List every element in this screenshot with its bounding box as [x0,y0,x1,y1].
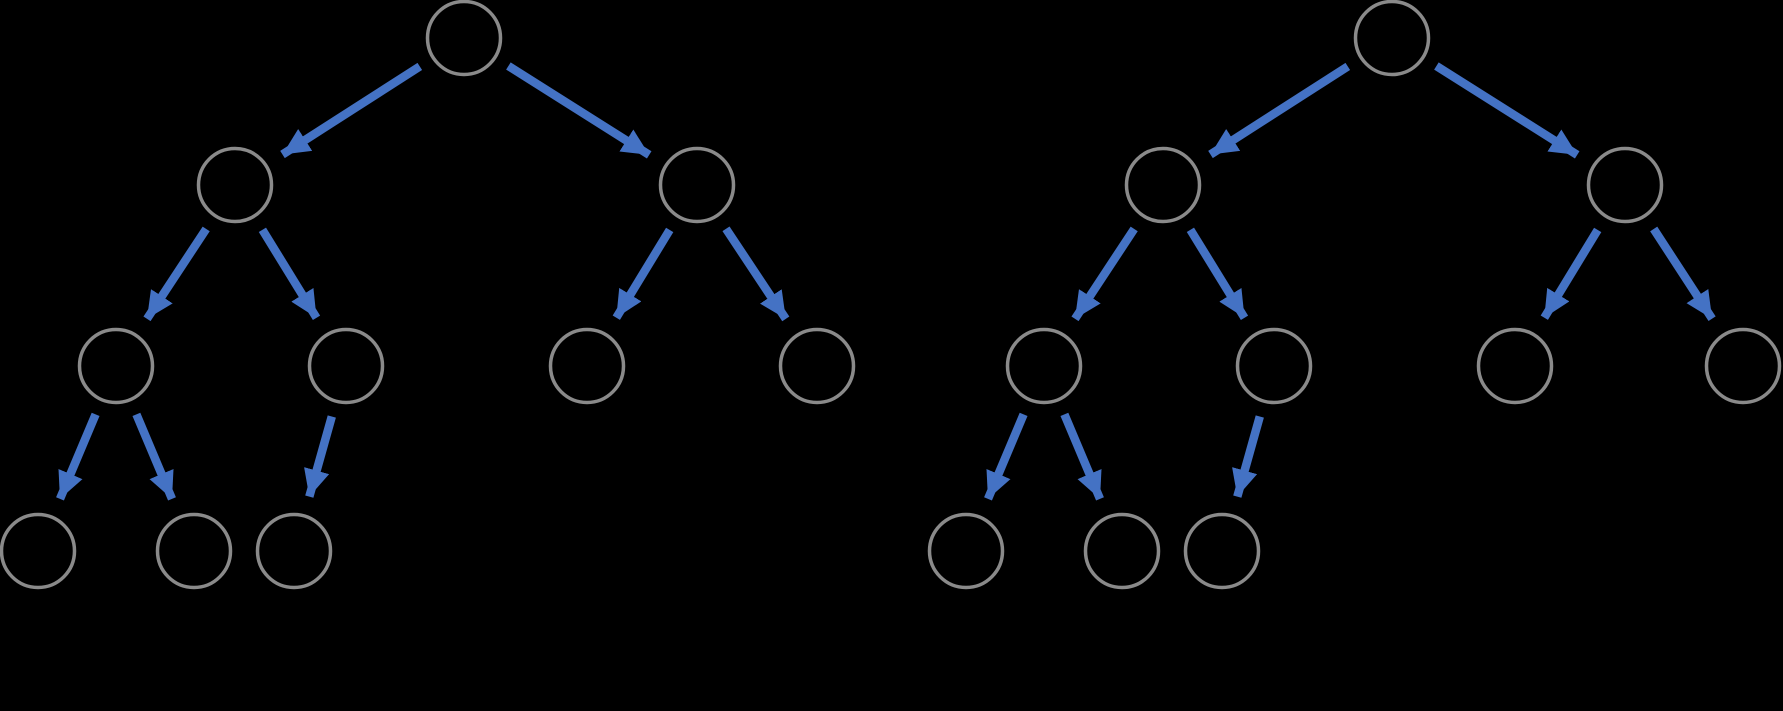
tree-node [77,327,155,405]
tree-edge-arrow [56,412,100,501]
tree-edge-arrow [1540,227,1602,320]
tree-edge-arrow [612,227,674,320]
tree-node [1353,0,1431,77]
tree-edge-arrow [258,227,321,321]
binary-tree-right [927,0,1782,590]
tree-edge-arrow [722,226,790,322]
tree-edge-arrow [1208,62,1351,159]
tree-node [1704,327,1782,405]
tree-edge-arrow [1650,226,1716,322]
tree-node [927,512,1005,590]
tree-node [1005,327,1083,405]
tree-node [658,146,736,224]
tree-edge-arrow [1186,227,1249,321]
tree-node [425,0,503,77]
tree-node [0,512,77,590]
tree-edge-arrow [1434,62,1580,159]
tree-edge-arrow [304,415,336,498]
tree-node [1083,512,1161,590]
tree-edge-arrow [132,412,176,501]
tree-edge-arrow [1071,226,1138,322]
tree-node [1476,327,1554,405]
tree-node [307,327,385,405]
tree-node [155,512,233,590]
tree-node [1124,146,1202,224]
tree-node [1235,327,1313,405]
tree-edge-arrow [280,62,423,159]
tree-node [778,327,856,405]
tree-edge-arrow [506,62,652,159]
tree-edge-arrow [984,412,1028,501]
tree-node [1183,512,1261,590]
tree-node [196,146,274,224]
tree-edge-arrow [143,226,210,322]
tree-edge-arrow [1060,412,1104,501]
tree-node [255,512,333,590]
tree-node [1586,146,1664,224]
tree-node [548,327,626,405]
tree-edge-arrow [1232,415,1264,498]
binary-tree-left [0,0,856,590]
